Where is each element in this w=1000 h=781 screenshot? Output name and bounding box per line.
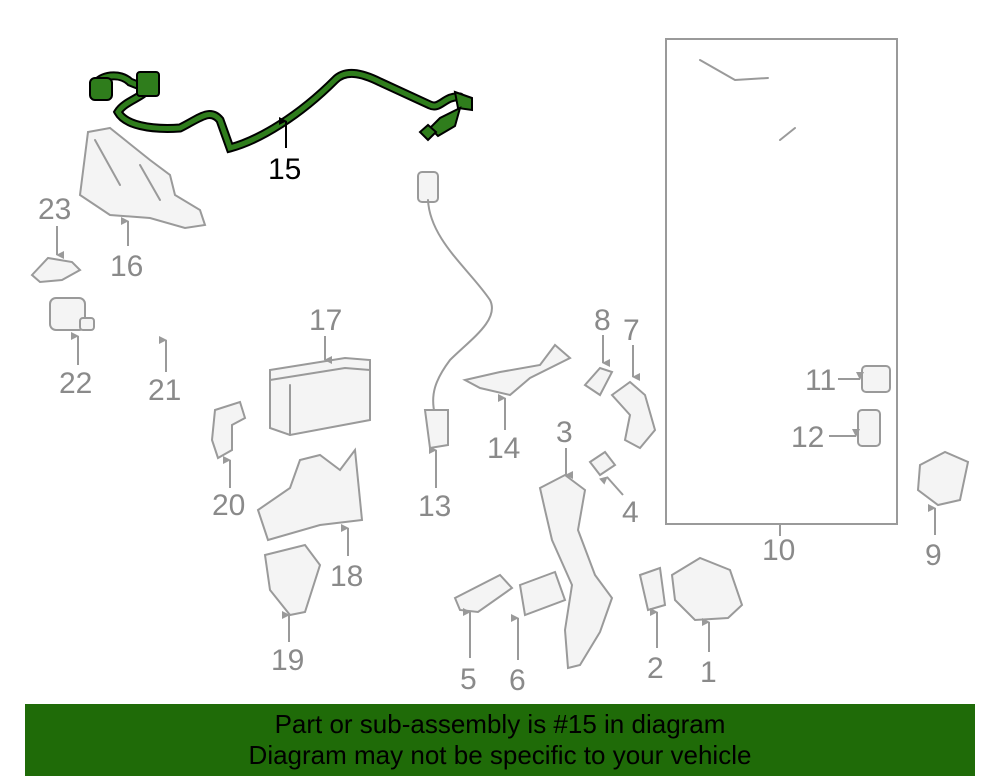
- part-11-connector[interactable]: [861, 365, 891, 393]
- part-23-clip[interactable]: [30, 256, 82, 284]
- part-17-canister[interactable]: [269, 356, 371, 437]
- callout-14: 14: [487, 432, 520, 465]
- part-6-gasket[interactable]: [518, 570, 567, 617]
- callout-11: 11: [805, 364, 836, 397]
- callout-10: 10: [762, 534, 795, 567]
- callout-22: 22: [59, 367, 92, 400]
- part-22-valve[interactable]: [49, 297, 95, 331]
- callout-8: 8: [594, 304, 611, 337]
- callout-4: 4: [622, 496, 639, 529]
- part-4-gasket[interactable]: [588, 450, 617, 477]
- callout-3: 3: [556, 416, 573, 449]
- part-3-pipe[interactable]: [538, 473, 614, 670]
- callout-1: 1: [700, 656, 717, 689]
- part-16-bracket[interactable]: [78, 126, 207, 230]
- callout-5: 5: [460, 663, 477, 696]
- info-banner: Part or sub-assembly is #15 in diagram D…: [25, 704, 975, 776]
- part-2-gasket[interactable]: [638, 566, 667, 612]
- callout-6: 6: [509, 664, 526, 697]
- part-15-oxygen-sensor[interactable]: [89, 69, 473, 154]
- part-13-oxygen-sensor[interactable]: [417, 171, 493, 450]
- callout-13: 13: [418, 490, 451, 523]
- part-12-filter[interactable]: [857, 409, 881, 508]
- part-18-bracket[interactable]: [256, 447, 364, 542]
- part-1-valve[interactable]: [670, 556, 744, 622]
- part-21-hose[interactable]: [96, 330, 259, 359]
- callout-7: 7: [623, 314, 640, 347]
- callout-arrows: [56, 117, 936, 660]
- part-20-elbow[interactable]: [210, 400, 247, 460]
- part-10-pipe-assembly[interactable]: [665, 38, 898, 525]
- callout-20: 20: [212, 489, 245, 522]
- callout-16: 16: [110, 250, 143, 283]
- part-8-gasket[interactable]: [583, 366, 614, 397]
- part-5-gasket[interactable]: [453, 573, 514, 614]
- callout-18: 18: [330, 560, 363, 593]
- part-19-bracket[interactable]: [263, 543, 322, 617]
- part-7-pipe[interactable]: [610, 380, 657, 450]
- callout-17: 17: [309, 304, 342, 337]
- part-14-bracket[interactable]: [462, 343, 572, 397]
- banner-line-2: Diagram may not be specific to your vehi…: [248, 740, 752, 770]
- callout-12: 12: [791, 421, 824, 454]
- callout-23: 23: [38, 193, 71, 226]
- banner-line-1: Part or sub-assembly is #15 in diagram: [274, 709, 726, 739]
- callout-19: 19: [271, 644, 304, 677]
- callout-labels: 15 16 23 22 21 17 20 18 19 13 14 8 7 3 4…: [38, 153, 942, 697]
- callout-15: 15: [268, 153, 301, 186]
- callout-2: 2: [647, 652, 664, 685]
- part-9-valve[interactable]: [916, 450, 970, 507]
- callout-9: 9: [925, 539, 942, 572]
- callout-21: 21: [148, 374, 181, 407]
